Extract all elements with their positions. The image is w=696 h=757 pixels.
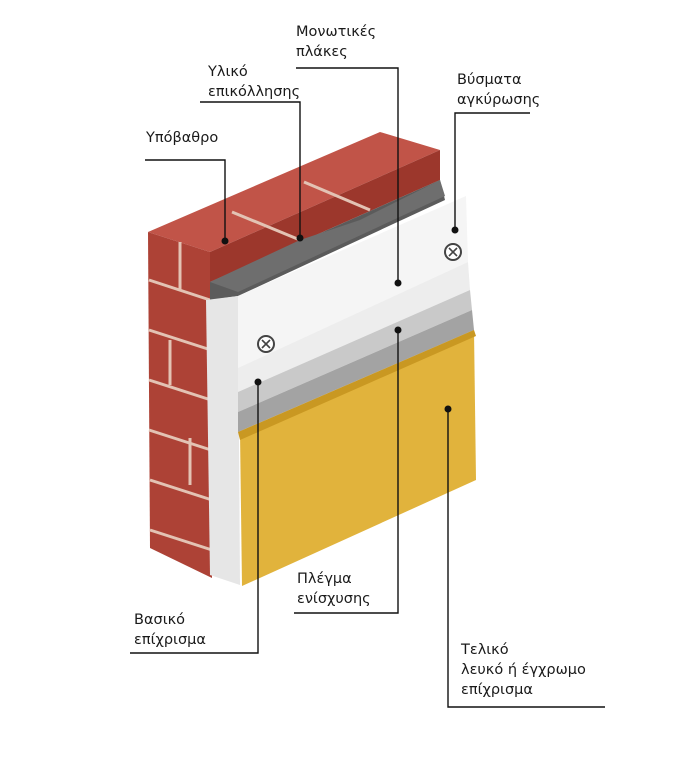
leader-dots xyxy=(221,226,459,413)
anchor-dowel-left-icon xyxy=(257,335,275,353)
anchor-dowel-right-icon xyxy=(444,243,462,261)
leader-mesh xyxy=(294,330,399,614)
finish-top-edge xyxy=(238,330,476,440)
label-base-coat: Βασικό επίχρισμα xyxy=(134,612,206,648)
label-finish: Τελικό λευκό ή έγχρωμο επίχρισμα xyxy=(461,642,586,698)
finish-render xyxy=(238,330,476,586)
leader-base-coat xyxy=(130,382,259,654)
brick-front-face xyxy=(148,232,212,578)
label-adhesive: Υλικό επικόλλησης xyxy=(208,64,301,100)
brick-right-face xyxy=(210,150,440,282)
brick-top-face xyxy=(148,132,440,252)
insulation-side-face xyxy=(206,296,240,585)
finish-front-face xyxy=(240,330,476,586)
label-mesh: Πλέγμα ενίσχυσης xyxy=(297,571,371,607)
label-substrate: Υπόβαθρο xyxy=(146,130,219,146)
leader-insulation xyxy=(296,67,399,283)
leader-lines xyxy=(130,67,605,708)
insulation-front-face xyxy=(238,196,468,368)
insulation-board xyxy=(206,196,470,585)
label-anchors: Βύσματα αγκύρωσης xyxy=(457,72,541,108)
brick-substrate xyxy=(148,132,440,578)
leader-anchors xyxy=(454,112,530,230)
leader-adhesive xyxy=(200,101,301,238)
adhesive-top xyxy=(210,180,445,292)
mesh-layer xyxy=(238,310,474,432)
leader-finish xyxy=(447,409,605,708)
brick-mortar-lines xyxy=(148,180,371,552)
base-coat-layer xyxy=(238,290,472,412)
insulation-lower-strip xyxy=(238,262,470,392)
leader-substrate xyxy=(145,159,226,241)
label-insulation: Μονωτικές πλάκες xyxy=(296,24,377,60)
